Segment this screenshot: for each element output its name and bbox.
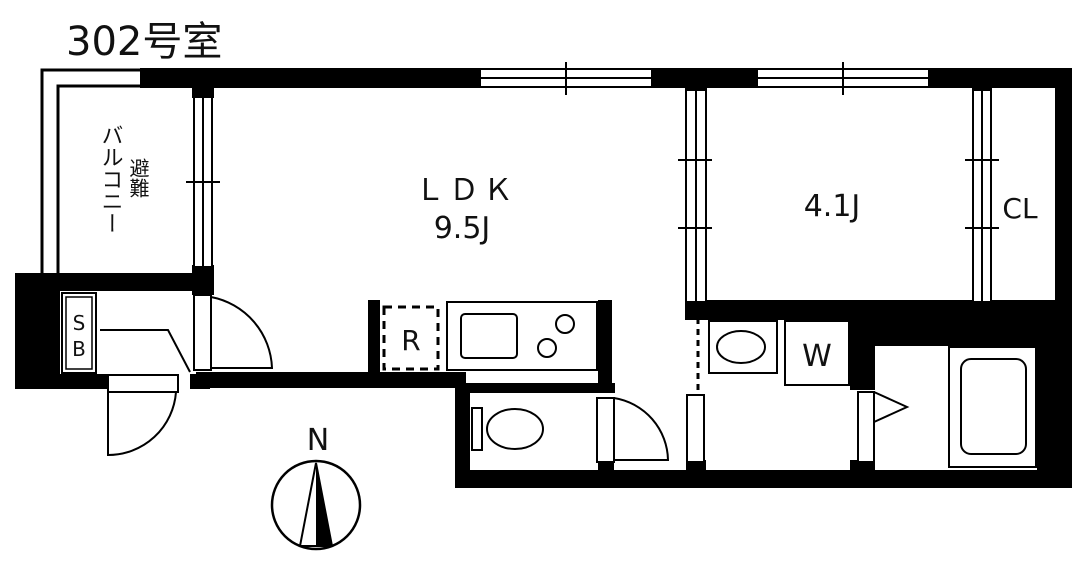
compass-north-label: N [307, 423, 329, 458]
shoebox-label-s: S [73, 311, 86, 335]
toilet [471, 407, 544, 451]
doors [107, 294, 910, 463]
fridge-label: R [401, 324, 420, 357]
closet-label: CL [1002, 192, 1038, 225]
fridge-space [382, 305, 440, 371]
bathtub [948, 346, 1037, 468]
shoebox-label-b: B [72, 337, 86, 361]
entrance-step [100, 329, 191, 373]
balcony-outline [40, 68, 140, 273]
washer-space [784, 320, 850, 386]
room-size-label: 4.1J [804, 189, 861, 224]
shoe-box [61, 292, 97, 374]
walls [15, 68, 1072, 488]
evacuation-label: 避難 [126, 158, 150, 198]
ldk-size-label: 9.5J [434, 211, 491, 246]
windows [186, 62, 999, 392]
unit-title: 302号室 [66, 19, 222, 65]
ldk-label: ＬＤＫ [415, 173, 517, 208]
kitchen-counter [446, 301, 598, 371]
balcony-label: バルコニー [98, 124, 123, 234]
north-compass: N [270, 423, 362, 551]
washer-label: W [802, 339, 832, 374]
wash-basin [708, 320, 778, 374]
